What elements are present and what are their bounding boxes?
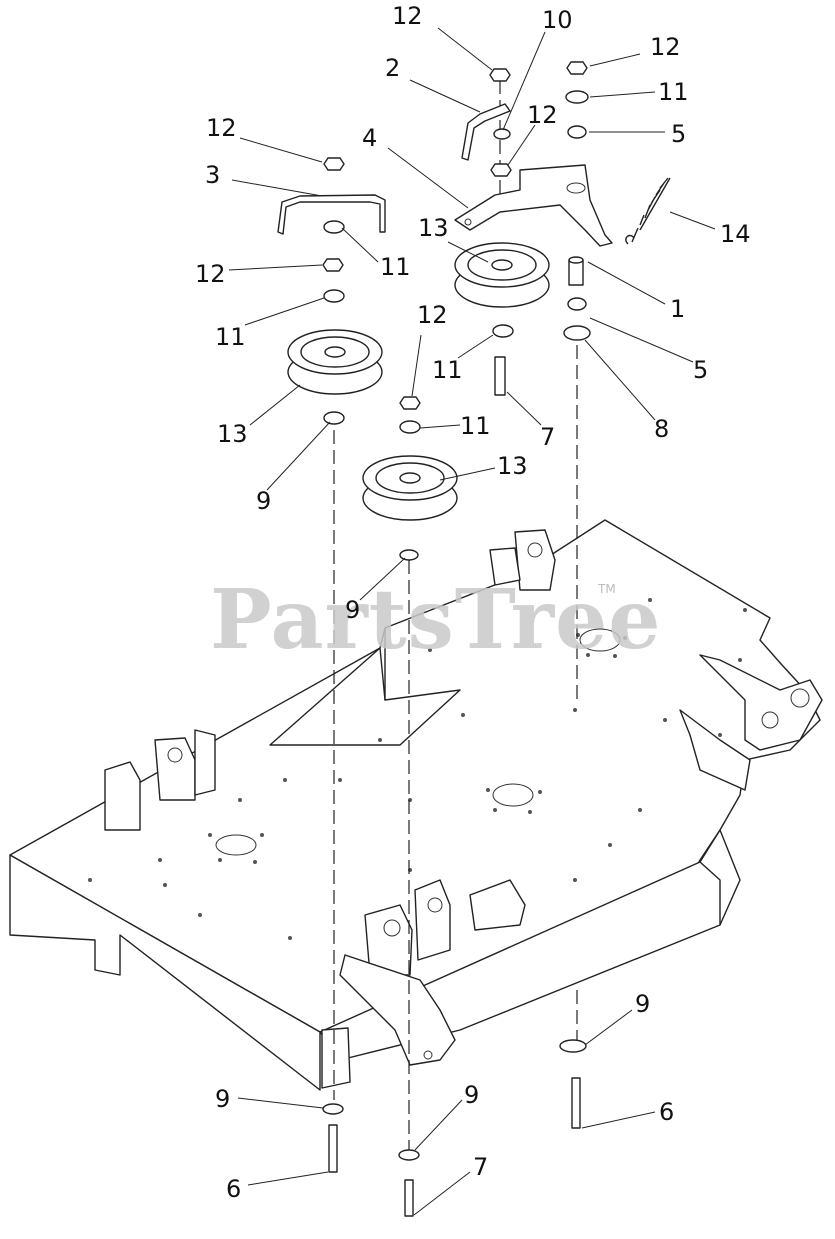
idler-pulley-right: [454, 242, 550, 308]
watermark-trademark: TM: [598, 582, 616, 596]
callout-7: 7: [540, 423, 556, 451]
callout-13: 13: [217, 420, 248, 448]
callout-12: 12: [417, 301, 448, 329]
callout-12: 12: [392, 2, 423, 30]
callout-9: 9: [256, 487, 272, 515]
tension-spring: [625, 177, 671, 245]
callout-12: 12: [195, 260, 226, 288]
idler-pulley-left: [287, 329, 383, 395]
callout-9: 9: [215, 1085, 231, 1113]
callout-11: 11: [658, 78, 689, 106]
hardware: [322, 61, 591, 1217]
callout-11: 11: [460, 412, 491, 440]
callout-1: 1: [670, 295, 686, 323]
callout-12: 12: [650, 33, 681, 61]
deck-weldment: [9, 519, 823, 1091]
assembly-axes: [333, 80, 578, 1150]
idler-pulley-center: [362, 455, 458, 521]
callout-5: 5: [671, 120, 687, 148]
callout-11: 11: [380, 253, 411, 281]
callout-12: 12: [527, 101, 558, 129]
watermark-text: PartsTree: [210, 572, 662, 668]
callout-13: 13: [418, 214, 449, 242]
callout-2: 2: [385, 54, 401, 82]
callout-10: 10: [542, 6, 573, 34]
callout-5: 5: [693, 356, 709, 384]
callout-3: 3: [205, 161, 221, 189]
callout-14: 14: [720, 220, 751, 248]
callout-12: 12: [206, 114, 237, 142]
idler-arm: [454, 164, 613, 247]
callout-8: 8: [654, 415, 670, 443]
callout-7: 7: [473, 1153, 489, 1181]
callout-9: 9: [635, 990, 651, 1018]
callout-13: 13: [497, 452, 528, 480]
callout-9: 9: [464, 1081, 480, 1109]
leader-lines: [228, 27, 716, 1216]
callout-9: 9: [345, 596, 361, 624]
belt-guide-2: [461, 103, 511, 161]
callout-6: 6: [659, 1098, 675, 1126]
callout-11: 11: [432, 356, 463, 384]
callout-4: 4: [362, 124, 378, 152]
belt-guide-3: [277, 194, 386, 235]
callout-11: 11: [215, 323, 246, 351]
callout-6: 6: [226, 1175, 242, 1203]
